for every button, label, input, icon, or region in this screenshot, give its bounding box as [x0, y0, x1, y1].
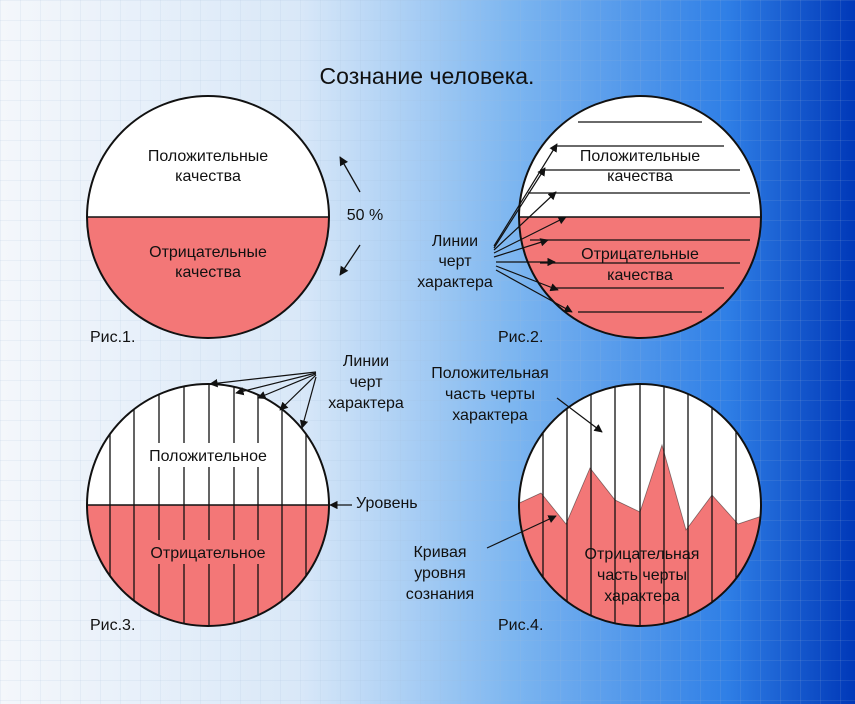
fig3-arrow	[257, 373, 317, 399]
fig3-arrow	[279, 374, 317, 411]
fig4-negative-label-2: часть черты	[597, 567, 687, 584]
fig4-negative-label-3: характера	[604, 588, 680, 605]
fig4-curve-arrow	[486, 515, 557, 549]
fig2-arrow	[493, 216, 567, 254]
fig3-level-label: Уровень	[356, 495, 418, 512]
fig2-arrow	[493, 167, 546, 249]
fig1-arrow-down	[339, 244, 361, 276]
fig2-negative-label-1: Отрицательные	[581, 246, 699, 263]
fig2-positive-label-2: качества	[607, 168, 673, 185]
fig2-arrow	[495, 265, 559, 292]
fig2-callout-2: черт	[438, 253, 472, 270]
fig2-outline	[518, 95, 762, 339]
fig3-callout-3: характера	[328, 395, 404, 412]
diagram-title: Сознание человека.	[320, 63, 535, 89]
fig4-positive-callout-3: характера	[452, 407, 528, 424]
fig4-positive-arrow	[556, 397, 603, 433]
fig3-negative-label-bg	[140, 540, 277, 564]
fig4-positive-callout-2: часть черты	[445, 386, 535, 403]
fig3-arrow	[209, 371, 317, 388]
fig4-curve-callout-3: сознания	[406, 586, 474, 603]
fig2-caption: Рис.2.	[498, 329, 543, 346]
fig4-curve-callout-2: уровня	[414, 565, 466, 582]
fig3-arrows	[209, 371, 352, 510]
fig2-arrow	[493, 191, 557, 251]
fig1-arrow-up	[339, 156, 361, 193]
fig4-caption: Рис.4.	[498, 617, 543, 634]
fig2-callout-3: характера	[417, 274, 493, 291]
fig2-trait-lines	[528, 121, 750, 313]
fig2-arrow	[493, 143, 558, 247]
fig4-outline	[518, 383, 762, 627]
fig4-circle	[518, 383, 762, 627]
fig3-callout-1: Линии	[343, 353, 389, 370]
fig4-consciousness-curve	[519, 443, 761, 531]
fig1-positive-label-2: качества	[175, 168, 241, 185]
fig1-positive-label-1: Положительные	[148, 148, 268, 165]
fig3-outline	[86, 383, 330, 627]
fig2-arrow	[495, 269, 573, 313]
fig2-arrows	[493, 143, 573, 313]
fig4-negative-label-1: Отрицательная	[585, 546, 700, 563]
fig3-caption: Рис.3.	[90, 617, 135, 634]
fig2-arrow	[493, 238, 549, 258]
fig1-negative-label-1: Отрицательные	[149, 244, 267, 261]
fig1-caption: Рис.1.	[90, 329, 135, 346]
fig2-positive-label-1: Положительные	[580, 148, 700, 165]
fig3-positive-label-bg	[140, 443, 277, 467]
fig1-outline	[86, 95, 330, 339]
fig2-negative-label-2: качества	[607, 267, 673, 284]
fig3-negative-label: Отрицательное	[150, 545, 265, 562]
fig3-arrow	[299, 376, 317, 429]
fig1-negative-label-2: качества	[175, 264, 241, 281]
fig1-percent-label: 50 %	[347, 207, 383, 224]
fig4-positive-callout-1: Положительная	[431, 365, 549, 382]
fig4-curve-callout-1: Кривая	[413, 544, 466, 561]
fig3-positive-label: Положительное	[149, 448, 267, 465]
fig2-callout-1: Линии	[432, 233, 478, 250]
fig3-callout-2: черт	[349, 374, 383, 391]
fig3-arrow	[235, 372, 317, 396]
